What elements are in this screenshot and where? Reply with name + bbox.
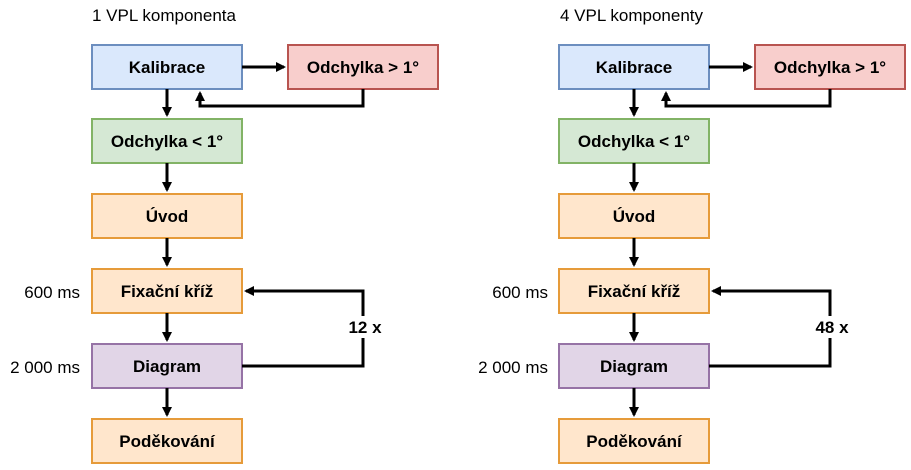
node-label: Diagram [133, 357, 201, 376]
node-label: Odchylka < 1° [111, 132, 223, 151]
node-label: Poděkování [586, 432, 683, 451]
node-label: Poděkování [119, 432, 216, 451]
edge-loop-lower [709, 338, 832, 368]
node-podekovani: Poděkování [91, 418, 243, 464]
node-label: Úvod [613, 207, 656, 226]
node-fixacni-kriz: Fixační kříž [91, 268, 243, 314]
node-label: Diagram [600, 357, 668, 376]
edge-loop-upper [244, 286, 365, 316]
duration-diagram: 2 000 ms [478, 358, 548, 377]
repeat-count-label: 12 x [348, 318, 382, 337]
repeat-count-label: 48 x [815, 318, 849, 337]
node-label: Fixační kříž [588, 282, 681, 301]
node-diagram: Diagram [558, 343, 710, 389]
node-odchylka-mensi: Odchylka < 1° [91, 118, 243, 164]
panel-1vpl: 1 VPL komponenta Kalibrace Odchylka > 1°… [10, 6, 439, 464]
node-kalibrace: Kalibrace [558, 44, 710, 90]
node-label: Odchylka > 1° [307, 58, 419, 77]
edge-odchylka-vetsi-to-kalibrace [661, 89, 832, 108]
node-label: Odchylka > 1° [774, 58, 886, 77]
duration-fixacni-kriz: 600 ms [24, 283, 80, 302]
node-diagram: Diagram [91, 343, 243, 389]
node-label: Fixační kříž [121, 282, 214, 301]
node-label: Kalibrace [596, 58, 673, 77]
node-label: Kalibrace [129, 58, 206, 77]
node-kalibrace: Kalibrace [91, 44, 243, 90]
node-fixacni-kriz: Fixační kříž [558, 268, 710, 314]
edge-odchylka-vetsi-to-kalibrace [195, 89, 365, 108]
duration-fixacni-kriz: 600 ms [492, 283, 548, 302]
node-odchylka-vetsi: Odchylka > 1° [754, 44, 906, 90]
node-label: Úvod [146, 207, 189, 226]
node-label: Odchylka < 1° [578, 132, 690, 151]
node-odchylka-mensi: Odchylka < 1° [558, 118, 710, 164]
node-uvod: Úvod [558, 193, 710, 239]
edge-loop-lower [242, 338, 365, 368]
duration-diagram: 2 000 ms [10, 358, 80, 377]
panel-4vpl: 4 VPL komponenty Kalibrace Odchylka > 1°… [478, 6, 906, 464]
edge-loop-upper [711, 286, 832, 316]
panel-title: 1 VPL komponenta [92, 6, 237, 25]
node-podekovani: Poděkování [558, 418, 710, 464]
node-odchylka-vetsi: Odchylka > 1° [287, 44, 439, 90]
panel-title: 4 VPL komponenty [560, 6, 704, 25]
node-uvod: Úvod [91, 193, 243, 239]
